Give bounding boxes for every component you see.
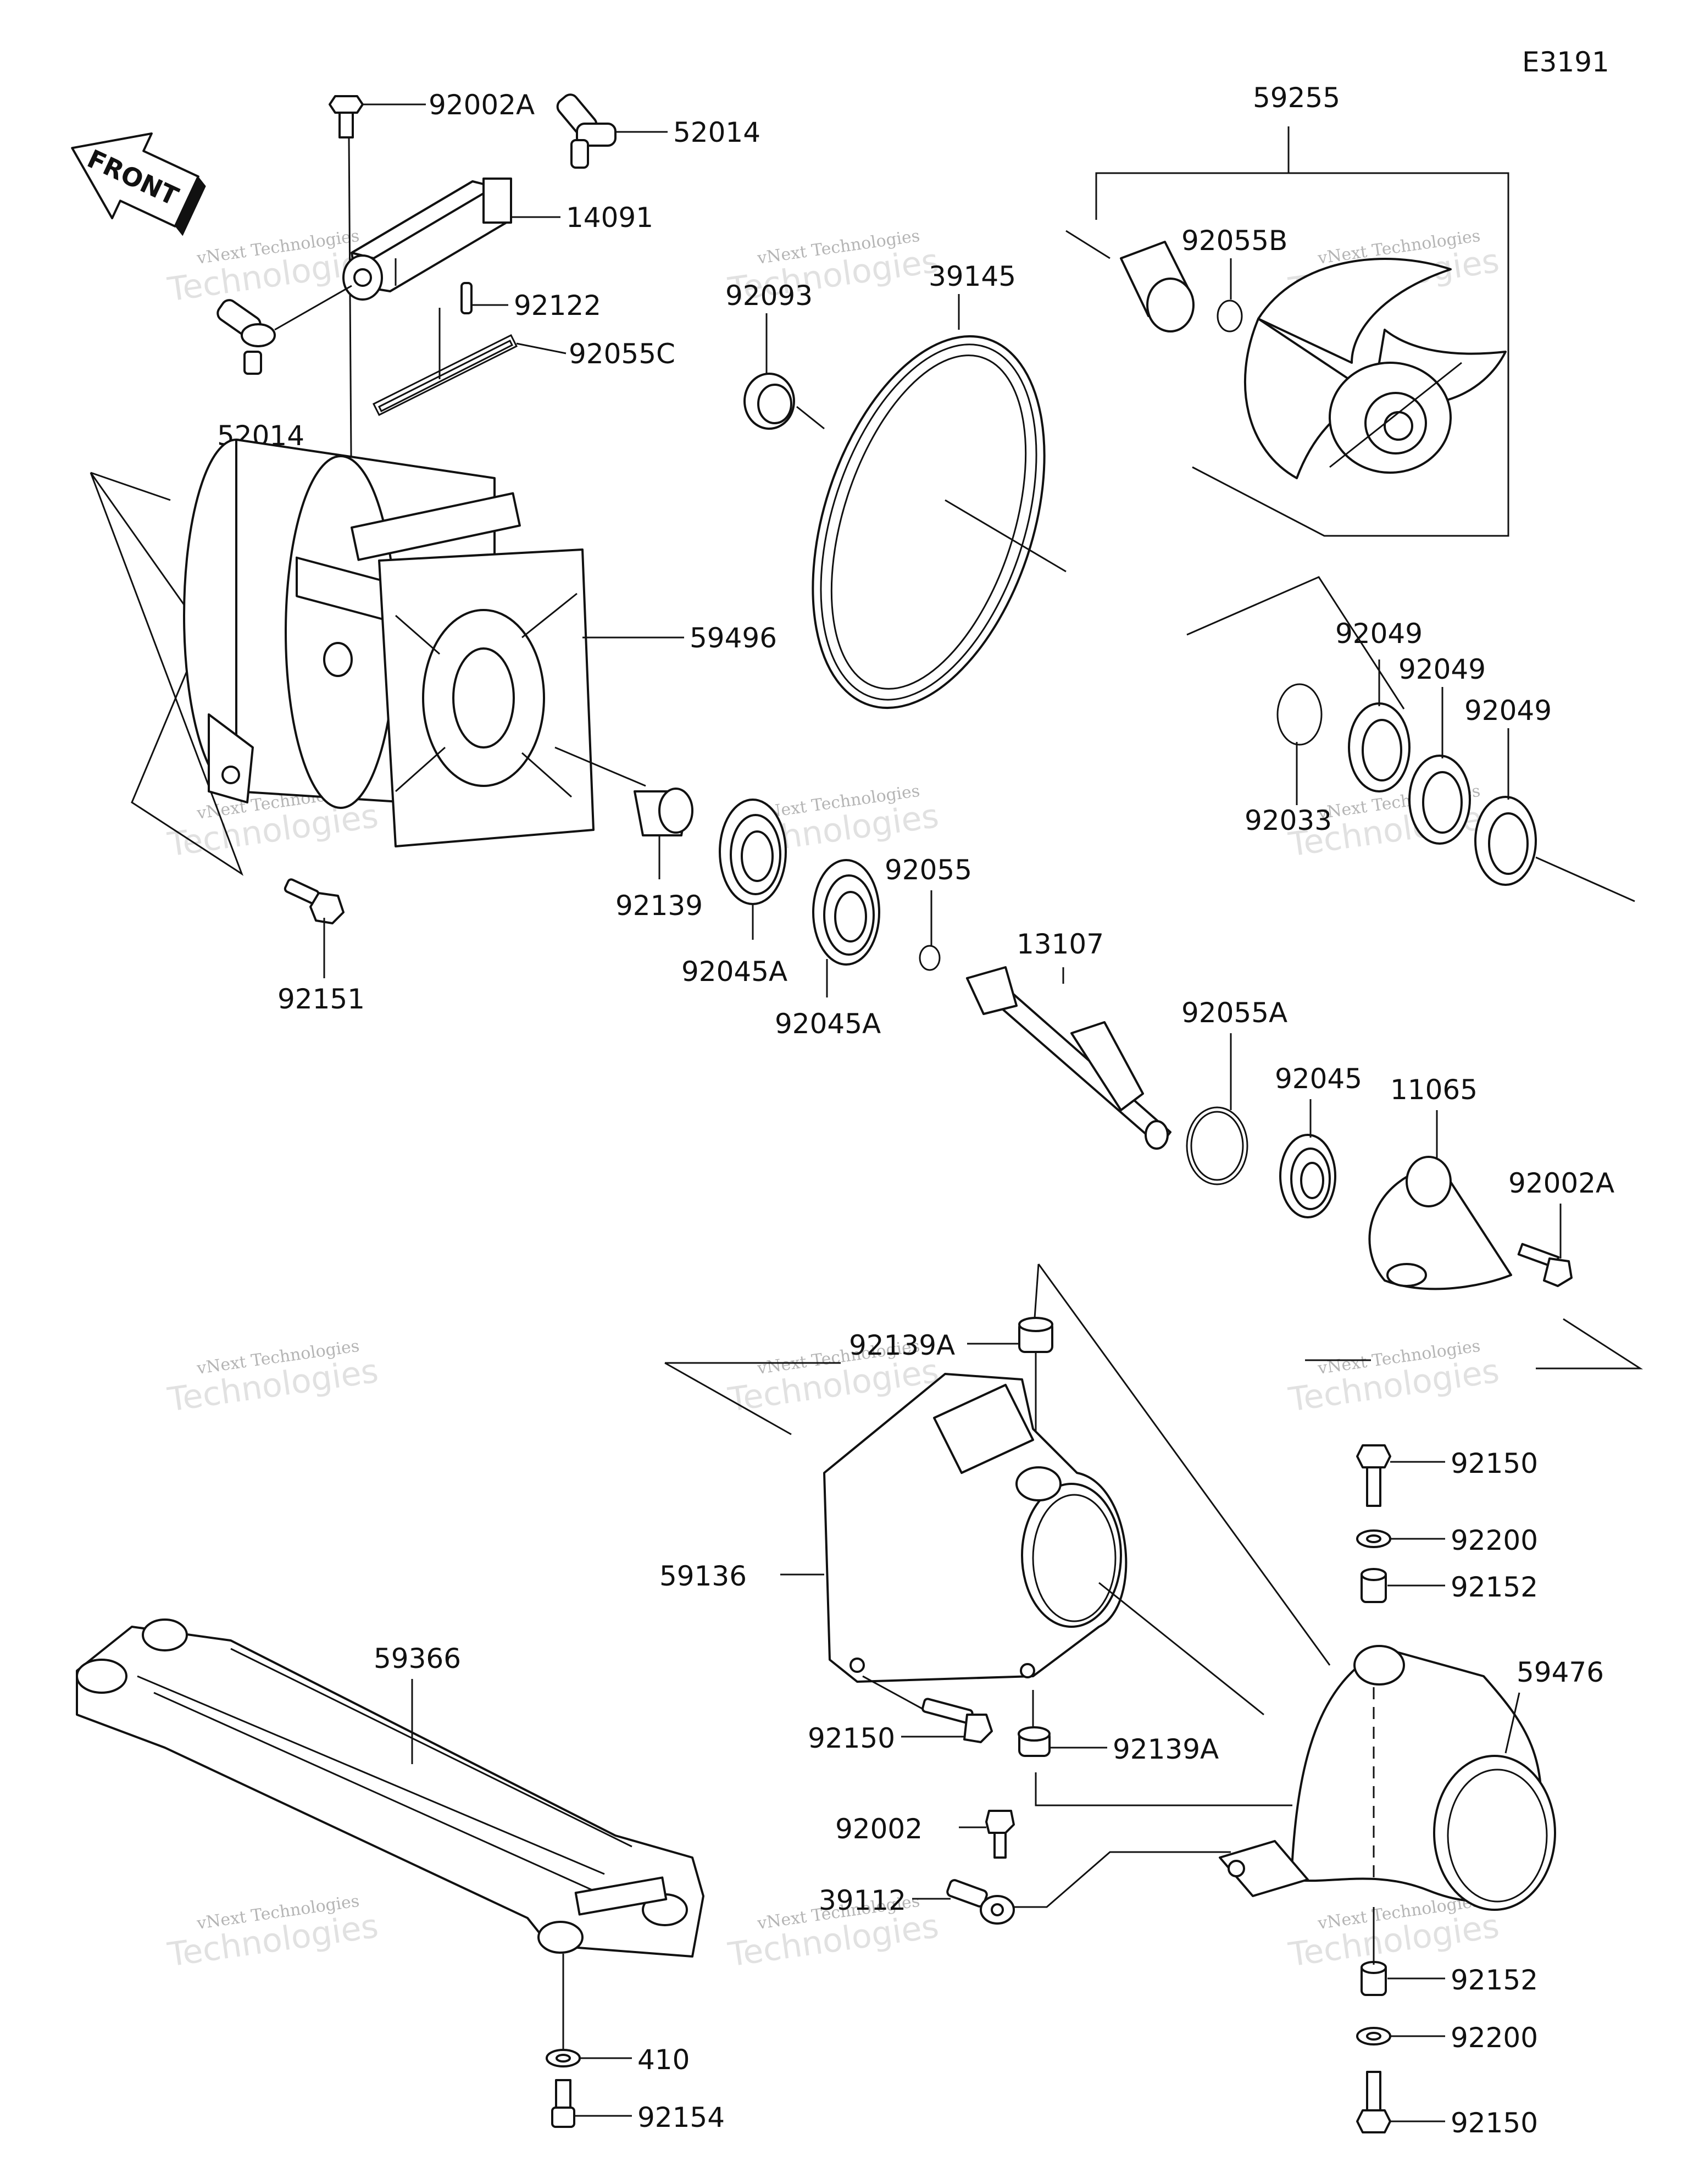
seal-icon [1474, 796, 1537, 886]
part-label: 92045A [775, 1008, 881, 1040]
liner-ring-icon [812, 335, 1046, 709]
ride-plate-icon [76, 1618, 704, 1958]
part-label: 92200 [1451, 1525, 1538, 1556]
seal-icon [1348, 702, 1411, 792]
part-label: 52014 [673, 117, 760, 148]
pump-housing-59496: 59496 [90, 439, 777, 876]
part-label: 92049 [1335, 618, 1423, 650]
part-label: 92139 [615, 890, 703, 922]
part-label: 59136 [659, 1560, 747, 1592]
o-ring-icon [919, 945, 941, 971]
part-label: 92055A [1181, 997, 1287, 1029]
circlip-icon [1276, 683, 1323, 746]
part-label: 92045 [1275, 1063, 1362, 1095]
bolt-icon [329, 95, 364, 138]
part-label: 92139A [849, 1329, 955, 1361]
seal-icon [1408, 755, 1471, 845]
bolt-icon [551, 2079, 575, 2128]
bushing-icon [634, 788, 693, 836]
bearing-icon [812, 859, 880, 966]
part-label: 59366 [374, 1643, 461, 1675]
elbow-fitting-icon [216, 299, 276, 375]
bolt-icon [284, 878, 345, 924]
bushing-icon [1018, 1726, 1051, 1757]
nozzle-icon [823, 1373, 1128, 1683]
part-label: 13107 [1017, 928, 1104, 960]
bolt-icon [921, 1698, 993, 1743]
part-label: 92154 [637, 2102, 725, 2133]
washer-icon [546, 2049, 581, 2067]
sleeve-icon [1120, 241, 1195, 332]
part-label: 92049 [1464, 695, 1552, 727]
washer-icon [1356, 2027, 1391, 2046]
part-label: 11065 [1390, 1074, 1478, 1106]
part-label: 59496 [690, 622, 777, 654]
part-label: 92033 [1245, 805, 1332, 836]
part-label: 92055C [569, 338, 675, 370]
part-label: 92151 [277, 983, 365, 1015]
o-ring-icon [1217, 300, 1243, 332]
part-label: 39145 [929, 260, 1016, 292]
washer-icon [1356, 1529, 1391, 1548]
gasket-icon [372, 334, 518, 417]
drive-shaft-icon [966, 966, 1171, 1150]
bolt-icon [1356, 1444, 1391, 1507]
part-label: 92055B [1181, 225, 1287, 257]
o-ring-icon [1190, 1111, 1244, 1181]
elbow-fitting-icon [556, 93, 617, 169]
bolt-icon [1356, 2071, 1391, 2133]
impeller-assembly: 59255 92055B [1065, 82, 1509, 537]
front-arrow-icon: FRONT [71, 132, 206, 236]
cooling-block-icon [342, 178, 512, 301]
part-label: 14091 [566, 202, 653, 234]
impeller-cap-icon [1368, 1156, 1512, 1290]
part-label: 92045A [681, 956, 787, 988]
bearing-icon [719, 799, 787, 905]
o-ring-icon [1186, 1106, 1248, 1185]
cooling-assembly: 92002A 52014 14091 92122 [216, 89, 760, 534]
part-label: 39112 [819, 1884, 906, 1916]
impeller-icon [1243, 258, 1507, 479]
bolt-icon [1517, 1243, 1573, 1287]
seal-icon [743, 373, 795, 430]
part-label: 92150 [808, 1722, 895, 1754]
part-label: 92002 [835, 1813, 923, 1845]
part-label: 92122 [514, 290, 601, 321]
diagram-code: E3191 [1522, 46, 1609, 78]
part-label: 92200 [1451, 2022, 1538, 2054]
bolt-icon [985, 1810, 1015, 1859]
part-label: 92139A [1113, 1733, 1219, 1765]
steering-joint-icon [946, 1879, 1015, 1925]
pin-icon [460, 282, 473, 314]
part-label: 59255 [1253, 82, 1340, 114]
part-label: 92049 [1398, 653, 1486, 685]
part-label: 92150 [1451, 1448, 1538, 1479]
part-label: 92150 [1451, 2107, 1538, 2139]
bearing-icon [1279, 1134, 1336, 1218]
part-label: 92152 [1451, 1571, 1538, 1603]
part-label: 410 [637, 2044, 690, 2076]
part-label: 92055 [885, 854, 972, 886]
part-label: 59476 [1517, 1656, 1604, 1688]
part-label: 92093 [725, 280, 813, 312]
part-label: 92002A [1508, 1167, 1614, 1199]
spacer-icon [1361, 1961, 1387, 1996]
spacer-icon [1361, 1568, 1387, 1603]
part-label: 92002A [429, 89, 535, 121]
part-label: 92152 [1451, 1964, 1538, 1996]
bushing-icon [1018, 1317, 1053, 1353]
deflector-icon [1219, 1645, 1556, 1911]
